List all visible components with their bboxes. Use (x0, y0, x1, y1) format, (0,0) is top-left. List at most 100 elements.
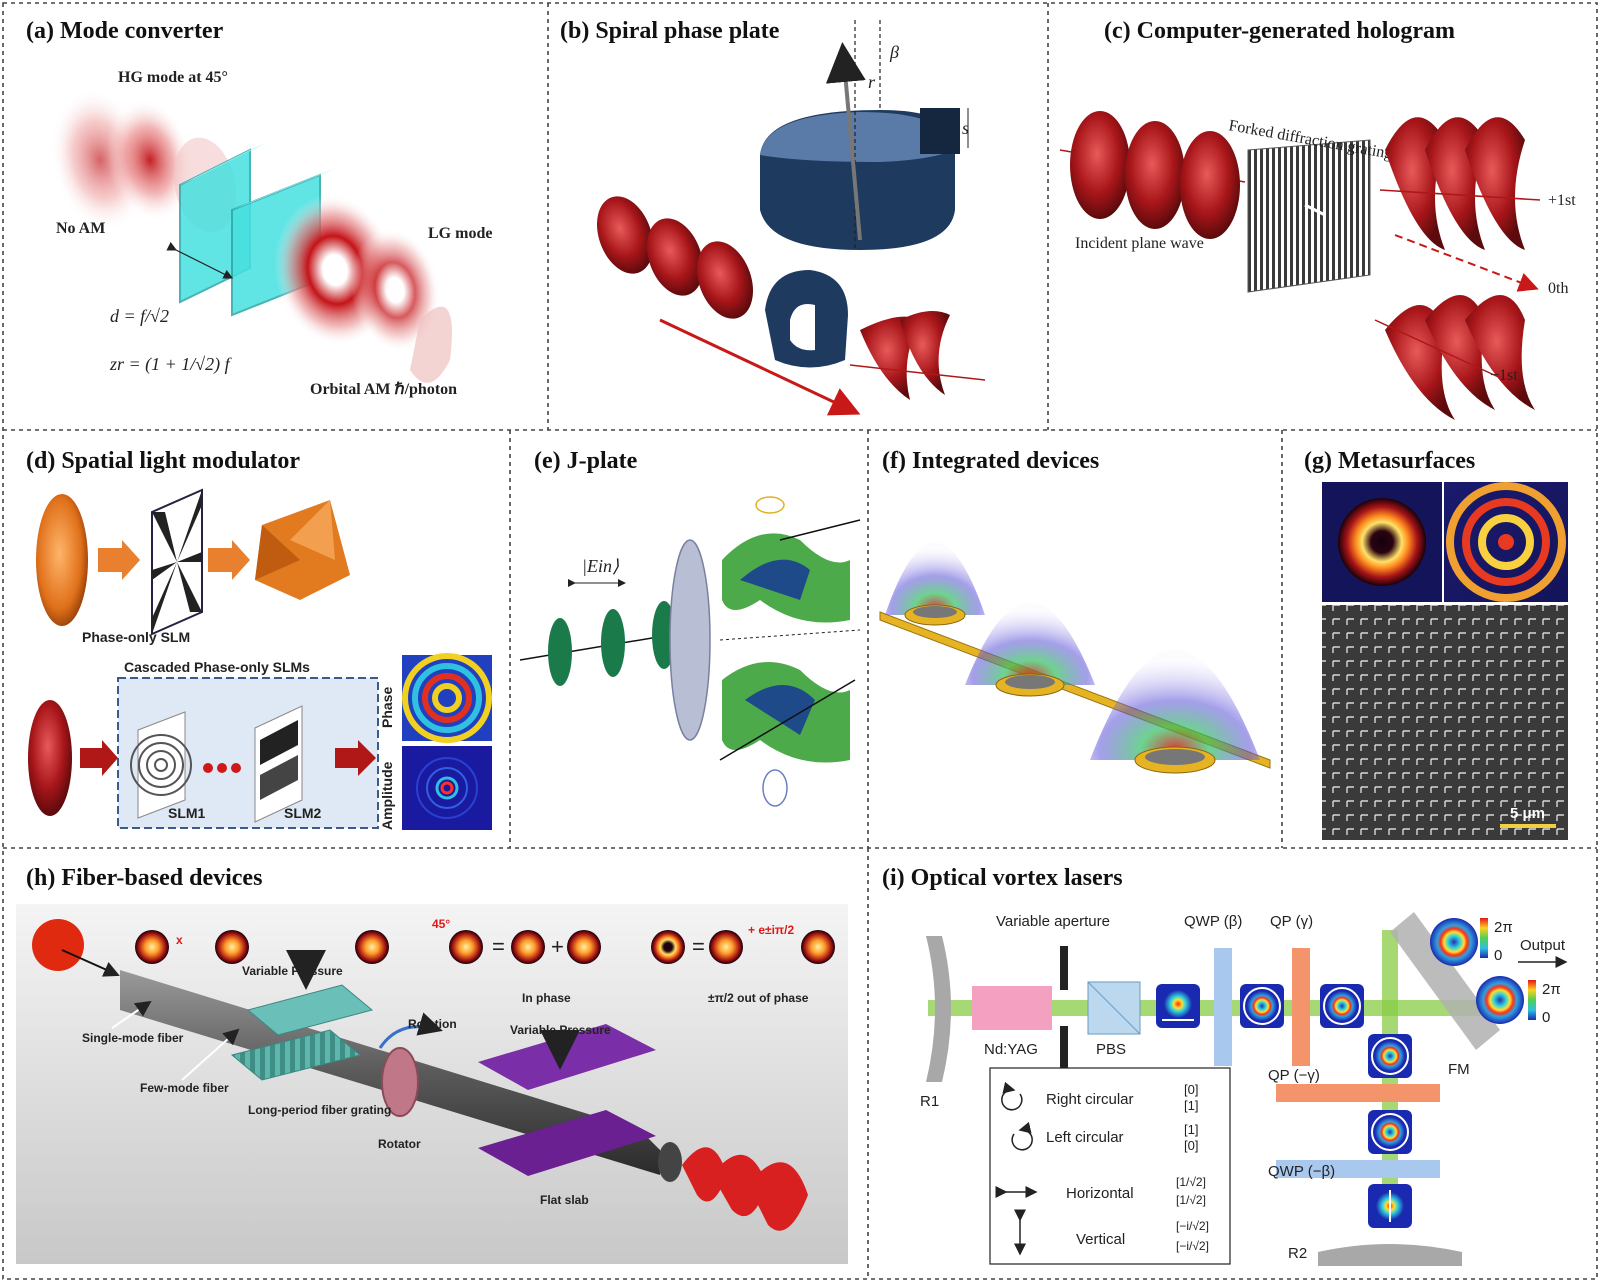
gaussian-beams-b (596, 196, 754, 319)
zero-label: 0th (1548, 280, 1568, 297)
plus-e-label: + e±iπ/2 (748, 923, 794, 937)
ein-label: |Ein⟩ (582, 556, 619, 576)
orange-vortex-surface (255, 500, 350, 600)
polarization-legend: Right circular [0] [1] Left circular [1]… (989, 1067, 1231, 1265)
zero-1: 0 (1494, 947, 1502, 964)
orbital-am-label: Orbital AM ℏ/photon (310, 381, 457, 398)
rotator-label: Rotator (378, 1137, 421, 1151)
zero-order-arrow (1394, 234, 1539, 292)
gauss-mode-v (1368, 1184, 1412, 1228)
sem-metasurface (1322, 605, 1568, 840)
svg-text:[1]: [1] (1184, 1098, 1198, 1113)
incident-plane-wave-label: Incident plane wave (1075, 235, 1204, 252)
left-circular-icon (1011, 1121, 1033, 1151)
output-label: Output (1520, 937, 1566, 954)
variable-pressure-1-label: Variable Pressure (242, 964, 343, 978)
no-am-label: No AM (56, 220, 105, 237)
phase-only-slm-label: Phase-only SLM (82, 629, 190, 645)
two-pi-1: 2π (1494, 919, 1513, 936)
qp-neg-gamma-label: QP (−γ) (1268, 1067, 1320, 1084)
beta-label: β (889, 42, 899, 62)
output-phase-map-1 (1430, 918, 1478, 966)
helical-green-top (722, 519, 861, 623)
incident-plane-wave (1059, 111, 1246, 239)
panel-g-title: (g) Metasurfaces (1304, 448, 1475, 474)
ndyag-label: Nd:YAG (984, 1041, 1038, 1058)
fold-mirror (1390, 912, 1500, 1050)
vortex-mode-4 (1368, 1110, 1412, 1154)
lg-mode-beams (274, 194, 452, 383)
svg-text:[−i/√2]: [−i/√2] (1176, 1239, 1209, 1253)
slm1-label: SLM1 (168, 805, 206, 821)
donut-intensity (1322, 482, 1442, 602)
hue-bar-1 (1480, 918, 1488, 958)
spiral-interference (1444, 482, 1568, 602)
x-label: x (176, 933, 183, 947)
ellipsis-dots (203, 763, 241, 773)
panel-c: (c) Computer-generated hologram Incident… (1059, 18, 1576, 420)
zr-equation: zr = (1 + 1/√2) f (109, 354, 233, 375)
panel-h-title: (h) Fiber-based devices (26, 865, 262, 891)
legend-vertical: Vertical (1076, 1231, 1125, 1248)
microring-3 (1090, 650, 1260, 774)
pressure-pad-top (246, 984, 374, 1036)
gauss-mode-h (1156, 984, 1200, 1028)
svg-text:[1]: [1] (1184, 1122, 1198, 1137)
vortex-mode-2 (1320, 984, 1364, 1028)
mirror-r2 (1318, 1244, 1462, 1266)
spacing-arrow (166, 241, 234, 279)
two-pi-2: 2π (1542, 981, 1561, 998)
qp-gamma (1292, 948, 1310, 1066)
panel-i-title: (i) Optical vortex lasers (882, 865, 1123, 891)
panel-e-title: (e) J-plate (534, 448, 638, 474)
panel-f-title: (f) Integrated devices (882, 448, 1099, 474)
qp-gamma-label: QP (γ) (1270, 913, 1313, 930)
slm2-label: SLM2 (284, 805, 322, 821)
phase-label: Phase (379, 687, 395, 728)
e-wave-1 (548, 618, 572, 686)
out-phase-label: ±π/2 out of phase (708, 991, 809, 1005)
panel-c-title: (c) Computer-generated hologram (1104, 18, 1455, 44)
deg45-label: 45° (432, 917, 450, 931)
gaussian-input-beam (32, 919, 84, 971)
microring-1 (885, 542, 985, 626)
r2-label: R2 (1288, 1245, 1307, 1262)
r1-label: R1 (920, 1093, 939, 1110)
arrow-from-slm (208, 540, 250, 580)
svg-text:=: = (492, 934, 505, 959)
qwp-beta (1214, 948, 1232, 1066)
panel-g: (g) Metasurfaces 5 μm (1304, 448, 1568, 840)
svg-text:[0]: [0] (1184, 1082, 1198, 1097)
svg-text:[−i/√2]: [−i/√2] (1176, 1219, 1209, 1233)
forked-grating (1247, 139, 1371, 293)
lpfg-grating (230, 1029, 362, 1081)
helical-beam-b (849, 311, 986, 400)
slm1 (130, 711, 192, 819)
variable-aperture-label: Variable aperture (996, 913, 1110, 930)
variable-pressure-2-label: Variable Pressure (510, 1023, 611, 1037)
red-input-beam (28, 700, 72, 816)
panel-i: (i) Optical vortex lasers R1 Nd:YAG Vari… (882, 865, 1568, 1266)
amplitude-label: Amplitude (379, 761, 395, 830)
hg-mode-label: HG mode at 45° (118, 69, 228, 86)
arrow-into-cascade (80, 740, 118, 776)
e-wave-2 (601, 609, 625, 677)
single-mode-label: Single-mode fiber (82, 1031, 184, 1045)
ndyag-crystal (972, 986, 1052, 1030)
svg-text:[1/√2]: [1/√2] (1176, 1193, 1206, 1207)
qwp-neg-beta-label: QWP (−β) (1268, 1163, 1335, 1180)
mirror-r1 (926, 936, 951, 1082)
lpfg-label: Long-period fiber grating (248, 1103, 391, 1117)
helical-green-bottom (719, 662, 856, 763)
plus1-label: +1st (1548, 192, 1576, 209)
panel-h: (h) Fiber-based devices x 45° = + = + e±… (16, 865, 848, 1264)
helical-beam-plus1 (1379, 117, 1541, 250)
panel-b: (b) Spiral phase plate s β r (560, 18, 986, 416)
qwp-neg-beta (1276, 1160, 1440, 1178)
helical-output-beam (682, 1147, 808, 1231)
spiral-plate-large: s β r (760, 20, 969, 250)
vortex-mode-3 (1368, 1034, 1412, 1078)
polarization-ellipse-bottom (762, 769, 788, 807)
